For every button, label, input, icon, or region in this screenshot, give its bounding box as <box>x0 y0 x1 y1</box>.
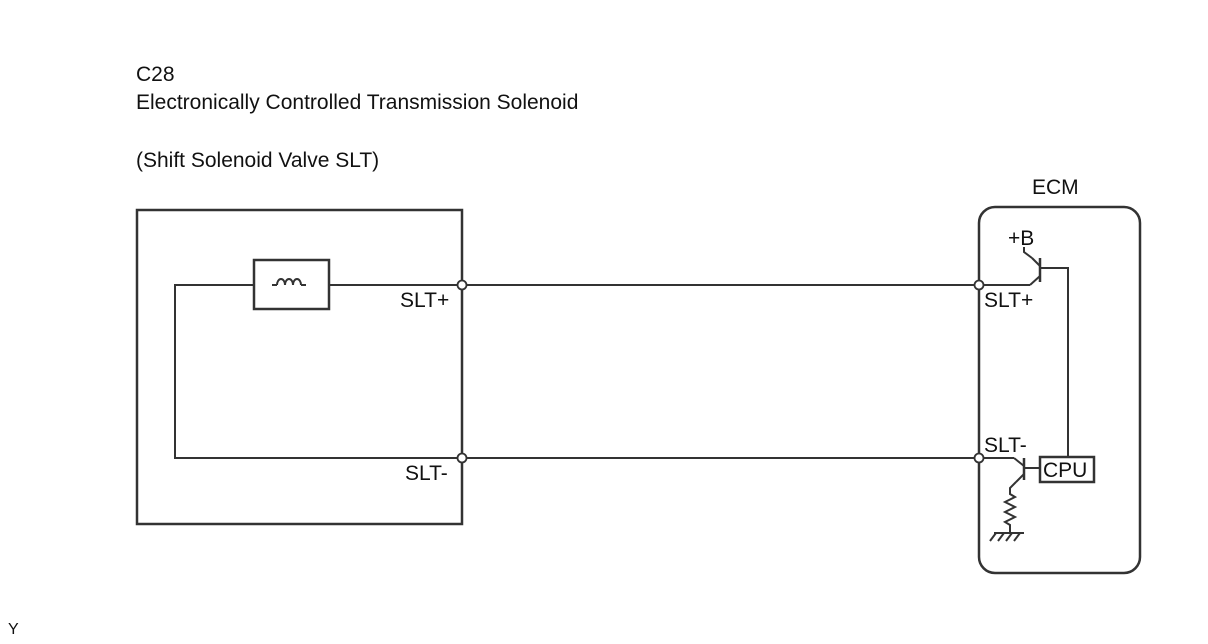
connector-code: C28 <box>136 63 175 86</box>
ecm-title: ECM <box>1032 176 1079 199</box>
terminal-solenoid-minus <box>456 452 468 464</box>
component-subname: (Shift Solenoid Valve SLT) <box>136 149 380 172</box>
cpu-control-wire <box>1040 267 1069 458</box>
ecm-box <box>977 205 1142 575</box>
b-supply-label: +B <box>1008 227 1034 250</box>
b-supply-wire <box>1023 247 1033 259</box>
terminal-ecm-plus <box>973 279 985 291</box>
ecm-pin-minus-label: SLT- <box>984 434 1027 457</box>
coil-icon <box>272 278 306 286</box>
component-name: Electronically Controlled Transmission S… <box>136 91 579 114</box>
solenoid-internal-wiring <box>174 284 462 459</box>
solenoid-pin-plus-label: SLT+ <box>400 289 449 312</box>
transistor-plus-collector <box>1029 275 1041 286</box>
transistor-minus-emitter <box>1015 473 1025 483</box>
ground-hatch <box>989 532 1021 542</box>
cpu-box <box>1038 455 1096 484</box>
transistor-minus-collector <box>1013 457 1025 467</box>
solenoid-housing <box>135 208 464 526</box>
solenoid-pin-minus-label: SLT- <box>405 462 448 485</box>
coil-box <box>252 258 331 311</box>
ecm-pin-plus-label: SLT+ <box>984 289 1033 312</box>
footer-code: Y <box>8 621 19 638</box>
resistor-icon <box>1002 481 1018 532</box>
cpu-label: CPU <box>1043 459 1087 482</box>
terminal-ecm-minus <box>973 452 985 464</box>
transistor-plus-emitter <box>1031 257 1041 267</box>
terminal-solenoid-plus <box>456 279 468 291</box>
